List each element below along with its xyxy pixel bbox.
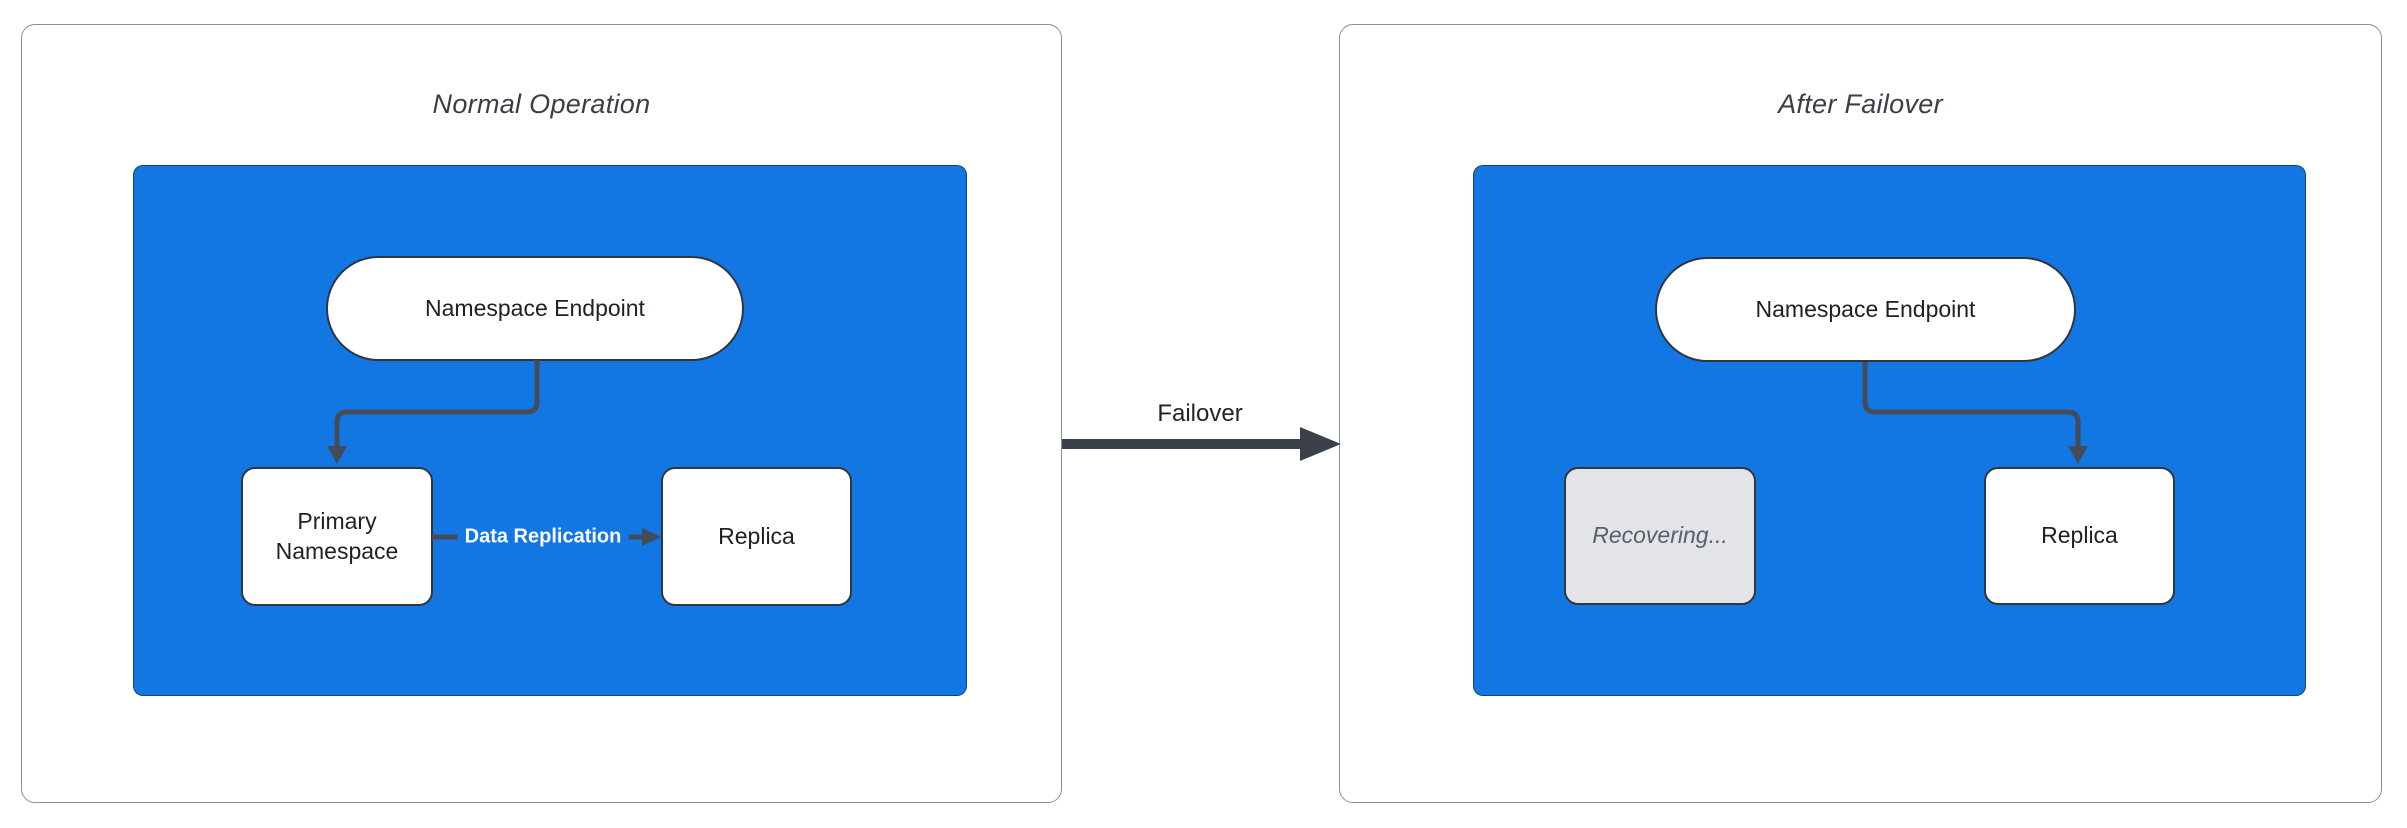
node-namespace-endpoint-right: Namespace Endpoint (1655, 257, 2076, 362)
panel-normal-operation: Normal Operation Namespace Endpoint Prim… (21, 24, 1062, 803)
node-label-namespace-endpoint-left: Namespace Endpoint (425, 294, 645, 321)
node-namespace-endpoint-left: Namespace Endpoint (326, 256, 744, 361)
node-recovering: Recovering... (1564, 467, 1756, 605)
node-label-primary-namespace: Primary Namespace (275, 508, 399, 564)
panel-after-failover: After Failover Namespace Endpoint Recove… (1339, 24, 2382, 803)
node-replica-left: Replica (661, 467, 852, 606)
node-label-replica-left: Replica (718, 522, 795, 549)
panel-title-after-failover: After Failover (1778, 89, 1943, 119)
cluster-after-failover (1473, 165, 2306, 696)
node-label-replica-right: Replica (2041, 522, 2118, 549)
node-label-recovering: Recovering... (1592, 522, 1728, 549)
cluster-normal-operation (133, 165, 967, 696)
transition-label-failover: Failover (1157, 400, 1243, 427)
node-replica-right: Replica (1984, 467, 2175, 605)
node-label-namespace-endpoint-right: Namespace Endpoint (1755, 295, 1976, 322)
node-primary-namespace: Primary Namespace (241, 467, 433, 606)
arrowhead-failover (1300, 427, 1341, 461)
failover-arrow (1062, 427, 1341, 461)
panel-title-normal-operation: Normal Operation (432, 89, 651, 119)
